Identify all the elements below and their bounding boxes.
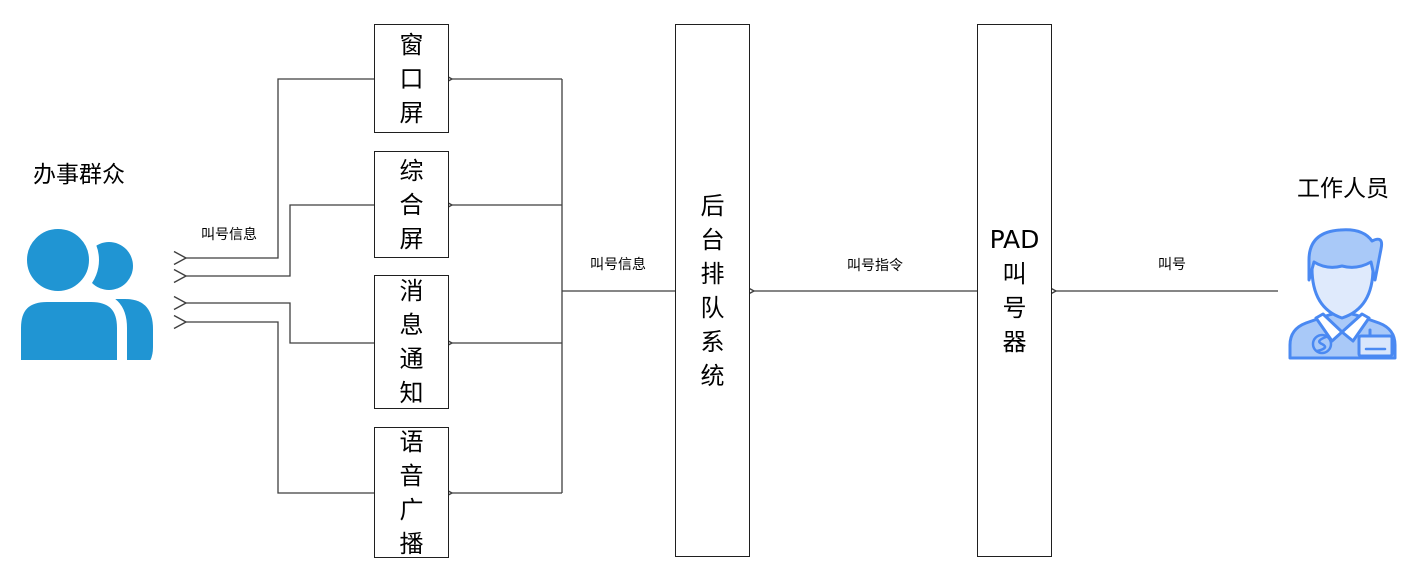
node-voice-broadcast: 语 音 广 播 [374,427,449,558]
node-voice-broadcast-label: 语 音 广 播 [399,427,424,558]
node-queue-system-label: 后 台 排 队 系 统 [700,191,725,390]
node-pad-caller: PAD 叫 号 器 [977,24,1052,557]
node-window-screen-label: 窗 口 屏 [399,30,424,127]
node-message-notify: 消 息 通 知 [374,275,449,409]
node-queue-system: 后 台 排 队 系 统 [675,24,750,557]
node-window-screen: 窗 口 屏 [374,24,449,133]
node-pad-caller-label-en: PAD [989,224,1040,254]
crowd-icon [8,219,158,377]
edge-composite-screen-to-public [173,204,374,284]
edge-label-call-info-to-screens: 叫号信息 [590,257,646,273]
node-message-notify-label: 消 息 通 知 [399,277,424,407]
staff-actor-label: 工作人员 [1297,176,1389,202]
edge-label-call-info-to-public: 叫号信息 [201,227,257,243]
staff-icon [1285,224,1400,364]
edge-window-screen-to-public [173,78,374,266]
edge-label-call: 叫号 [1158,257,1186,273]
node-composite-screen: 综 合 屏 [374,151,449,258]
node-composite-screen-label: 综 合 屏 [399,156,424,253]
edge-voice-broadcast-to-public [173,314,374,494]
public-actor-label: 办事群众 [33,162,125,188]
edge-label-call-command: 叫号指令 [847,258,903,274]
node-pad-caller-label-cn: 叫 号 器 [1002,259,1027,356]
edge-message-notify-to-public [173,295,374,344]
